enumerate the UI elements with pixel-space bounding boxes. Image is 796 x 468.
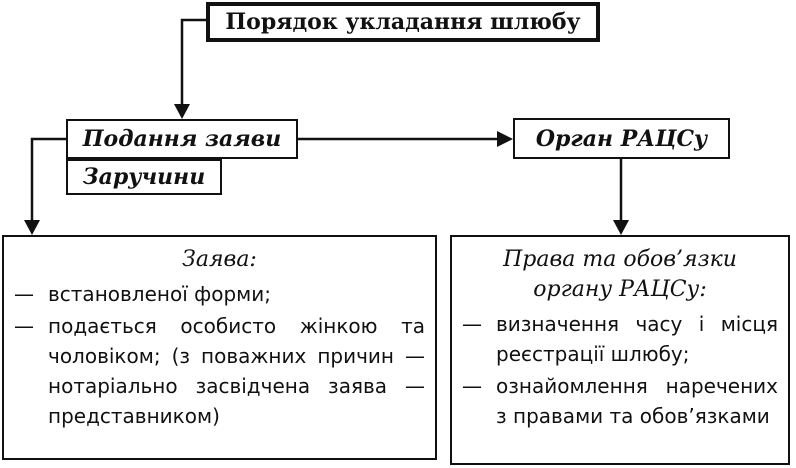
dash-marker: — (462, 374, 482, 398)
diagram-title-box: Порядок укладання шлюбу (206, 2, 600, 42)
submit-application-box: Подання заяви (66, 119, 298, 159)
list-item: — ознайомлення наречених з правами та об… (462, 371, 778, 431)
title-to-submit-connector (180, 18, 206, 104)
submit-to-organ-arrowhead (497, 131, 513, 147)
rights-list: — визначення часу і місця реєстрації шлю… (462, 309, 778, 431)
application-box: Заява: — встановленої форми; — подається… (2, 235, 437, 460)
engagement-box: Заручини (66, 159, 222, 195)
submit-to-application-connector (30, 137, 66, 220)
dash-marker: — (14, 282, 34, 306)
registry-office-label: Орган РАЦСу (535, 125, 708, 152)
rights-heading-line2: органу РАЦСу: (533, 277, 707, 302)
title-to-submit-arrowhead (174, 104, 190, 119)
list-item: — подається особисто жінкою та чоловіком… (14, 311, 425, 431)
submit-application-label: Подання заяви (82, 126, 282, 152)
organ-to-rights-arrowhead (613, 220, 629, 235)
dash-marker: — (14, 314, 34, 338)
application-heading: Заява: (182, 247, 257, 272)
engagement-label: Заручини (82, 164, 206, 190)
dash-marker: — (462, 312, 482, 336)
list-item: — визначення часу і місця реєстрації шлю… (462, 309, 778, 369)
list-item-text: ознайомлення наречених з правами та обов… (496, 374, 778, 428)
rights-heading-line1: Права та обов’язки (503, 247, 737, 272)
rights-duties-box: Права та обов’язки органу РАЦСу: — визна… (450, 235, 790, 465)
list-item-text: встановленої форми; (48, 282, 271, 306)
submit-to-application-arrowhead (24, 220, 40, 235)
list-item-text: подається особисто жінкою та чоловіком; … (48, 314, 425, 428)
application-list: — встановленої форми; — подається особис… (14, 279, 425, 431)
diagram-title: Порядок укладання шлюбу (225, 9, 581, 35)
list-item: — встановленої форми; (14, 279, 425, 309)
registry-office-box: Орган РАЦСу (513, 118, 730, 159)
list-item-text: визначення часу і місця реєстрації шлюбу… (496, 312, 778, 366)
